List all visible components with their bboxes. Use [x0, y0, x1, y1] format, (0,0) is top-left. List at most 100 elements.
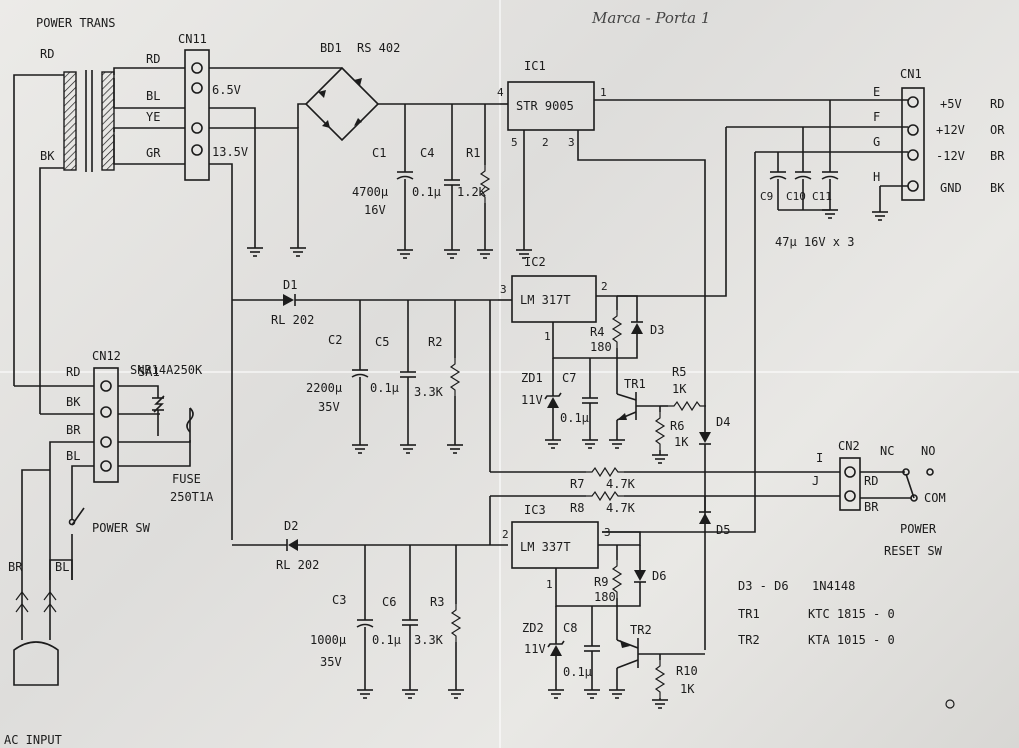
cn11-voltage-2: 13.5V — [212, 145, 248, 159]
tr1-transistor — [608, 358, 660, 449]
r5-resistor — [660, 401, 707, 411]
r7-ref: R7 — [570, 477, 584, 491]
reset-sw-line2: RESET SW — [884, 544, 943, 558]
cap-note: 47µ 16V x 3 — [775, 235, 854, 249]
ic3-ref: IC3 — [524, 503, 546, 517]
r10-value: 1K — [680, 682, 695, 696]
transformer-title: POWER TRANS — [36, 16, 115, 30]
r7-value: 4.7K — [606, 477, 636, 491]
c10-ref: C10 — [786, 190, 806, 203]
cn11-pin-bl: BL — [146, 89, 160, 103]
ic1-pin4: 4 — [497, 86, 504, 99]
d2-diode — [232, 539, 508, 551]
r5-ref: R5 — [672, 365, 686, 379]
c1-capacitor — [396, 104, 414, 259]
d2-ref: D2 — [284, 519, 298, 533]
d1-ref: D1 — [283, 278, 297, 292]
r1-resistor — [476, 104, 494, 259]
bd1-part: RS 402 — [357, 41, 400, 55]
r6-resistor — [651, 406, 669, 464]
ic1-pin1: 1 — [600, 86, 607, 99]
c6-capacitor — [401, 545, 419, 699]
cn1-label: CN1 — [900, 67, 922, 81]
ic2-ref: IC2 — [524, 255, 546, 269]
c2-capacitor — [351, 300, 369, 454]
c8-value: 0.1µ — [563, 665, 592, 679]
fuse-part: 250T1A — [170, 490, 214, 504]
r8-value: 4.7K — [606, 501, 636, 515]
c5-ref: C5 — [375, 335, 389, 349]
cn1-color-e: RD — [990, 97, 1004, 111]
cn11-wiring — [209, 67, 342, 540]
c5-value: 0.1µ — [370, 381, 399, 395]
r4-value: 180 — [590, 340, 612, 354]
d6-ref: D6 — [652, 569, 666, 583]
cn12-label: CN12 — [92, 349, 121, 363]
r1-value: 1.2K — [457, 185, 487, 199]
ic3-pin2: 2 — [502, 528, 509, 541]
c4-ref: C4 — [420, 146, 434, 160]
bd1-ref: BD1 — [320, 41, 342, 55]
hole-mark — [945, 699, 955, 709]
ic1-regulator — [500, 81, 830, 404]
r5-value: 1K — [672, 382, 687, 396]
cn1-color-f: OR — [990, 123, 1005, 137]
zd1-zener — [544, 358, 562, 449]
c4-value: 0.1µ — [412, 185, 441, 199]
c2-voltage: 35V — [318, 400, 340, 414]
power-transformer — [13, 67, 185, 414]
zd2-value: 11V — [524, 642, 546, 656]
parts-ref-tr1: TR1 — [738, 607, 760, 621]
c3-value: 1000µ — [310, 633, 346, 647]
ic1-pin2: 2 — [542, 136, 549, 149]
switch-nc: NC — [880, 444, 894, 458]
cn11-connector — [184, 49, 210, 181]
c8-ref: C8 — [563, 621, 577, 635]
tr1-ref: TR1 — [624, 377, 646, 391]
c2-ref: C2 — [328, 333, 342, 347]
ic1-ref: IC1 — [524, 59, 546, 73]
r8-resistor — [490, 491, 840, 501]
zd2-ref: ZD2 — [522, 621, 544, 635]
r9-value: 180 — [594, 590, 616, 604]
sa1-surge-absorber — [152, 395, 165, 413]
ic2-pin1: 1 — [544, 330, 551, 343]
ac-plug — [13, 469, 73, 686]
c5-capacitor — [399, 300, 417, 454]
c3-voltage: 35V — [320, 655, 342, 669]
r2-ref: R2 — [428, 335, 442, 349]
cn1-pin-g: G — [873, 135, 880, 149]
cn1-pin-e: E — [873, 85, 880, 99]
fuse-label: FUSE — [172, 472, 201, 486]
c7-ref: C7 — [562, 371, 576, 385]
c9-ref: C9 — [760, 190, 773, 203]
parts-part-tr2: KTA 1015 - 0 — [808, 633, 895, 647]
parts-part-d: 1N4148 — [812, 579, 855, 593]
cn12-pin-bl: BL — [66, 449, 80, 463]
ic1-pin5: 5 — [511, 136, 518, 149]
cn2-connector — [839, 457, 912, 511]
c1-value: 4700µ — [352, 185, 388, 199]
cn11-voltage-1: 6.5V — [212, 83, 241, 97]
bridge-rectifier — [297, 66, 500, 142]
r9-resistor — [612, 545, 622, 606]
r7-resistor — [490, 467, 840, 477]
c1-voltage: 16V — [364, 203, 386, 217]
r2-resistor — [446, 300, 464, 454]
cn1-volt-f: +12V — [936, 123, 965, 137]
handwritten-note: Marca - Porta 1 — [591, 9, 710, 27]
reset-sw-line1: POWER — [900, 522, 937, 536]
zd1-ref: ZD1 — [521, 371, 543, 385]
cn12-connector — [93, 367, 119, 483]
cn2-pin-i: I — [816, 451, 823, 465]
zd1-value: 11V — [521, 393, 543, 407]
d5-ref: D5 — [716, 523, 730, 537]
r10-ref: R10 — [676, 664, 698, 678]
ic2-part: LM 317T — [520, 293, 571, 307]
c2-value: 2200µ — [306, 381, 342, 395]
d6-diode — [617, 545, 646, 607]
switch-no: NO — [921, 444, 935, 458]
c3-capacitor — [356, 545, 374, 699]
fuse — [186, 407, 194, 433]
zd2-zener — [547, 606, 565, 699]
